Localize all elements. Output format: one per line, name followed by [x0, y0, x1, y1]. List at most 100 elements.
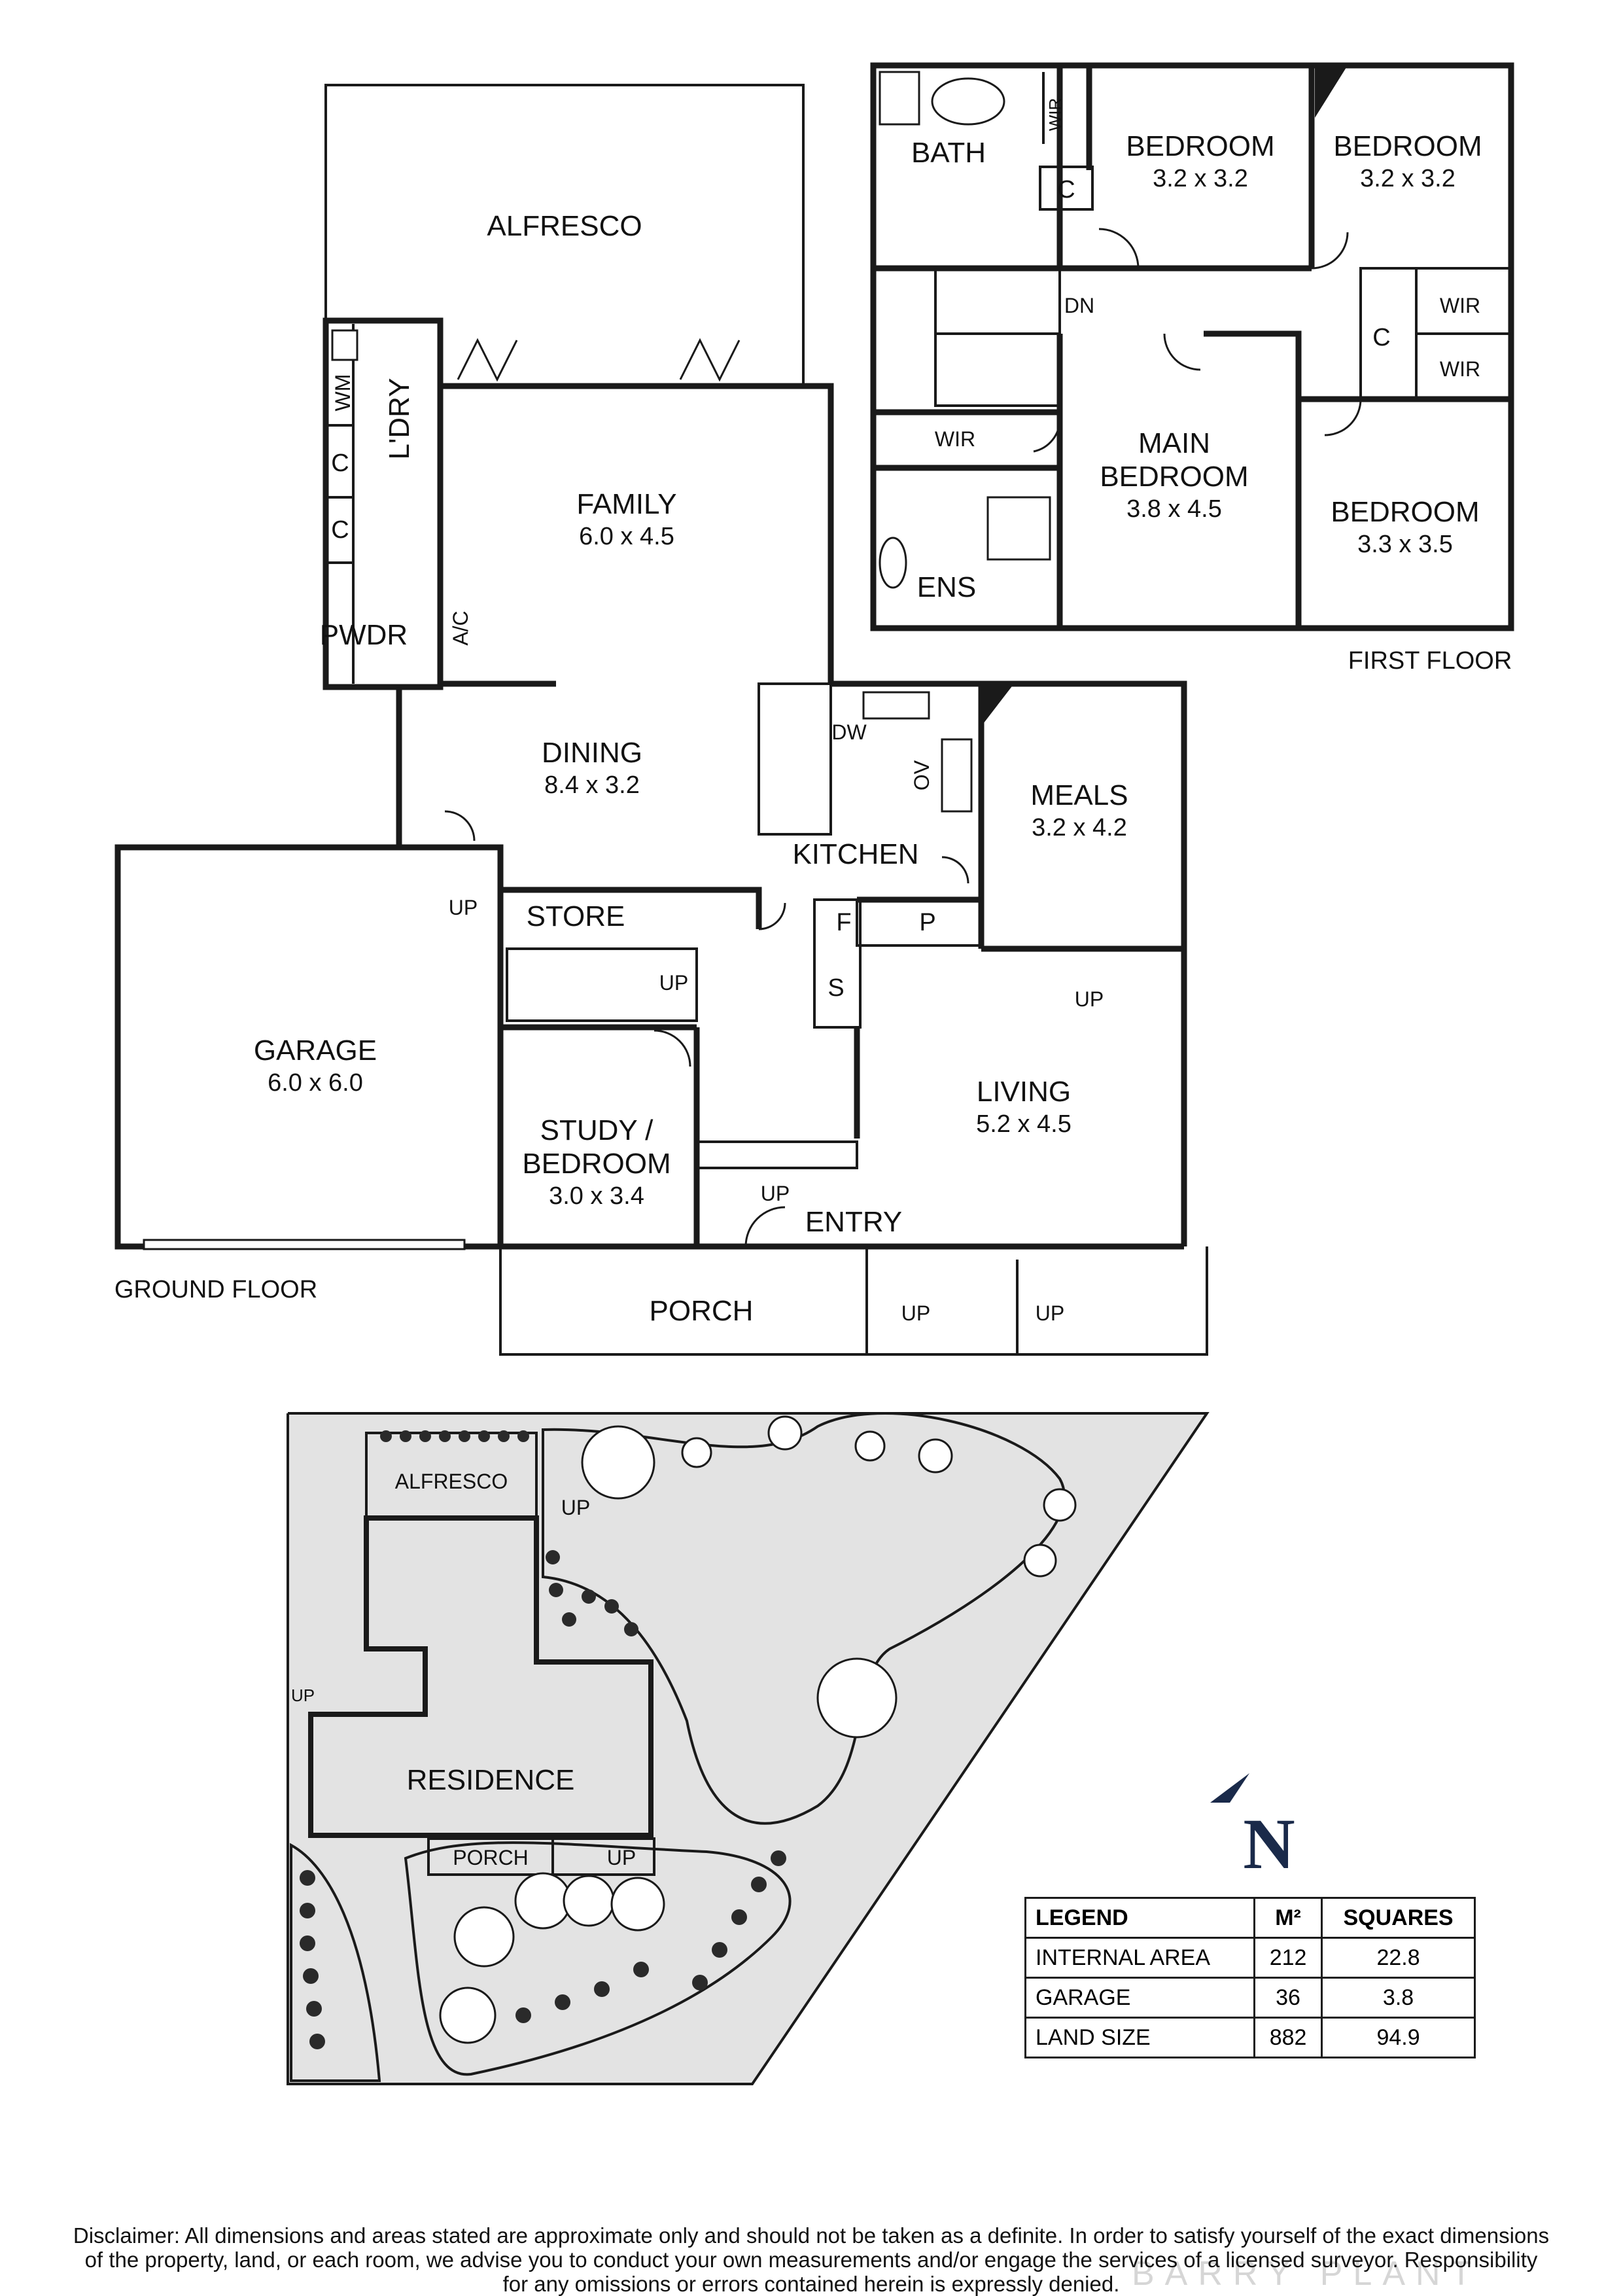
tree	[514, 1872, 572, 1930]
legend-row: GARAGE 36 3.8	[1024, 1977, 1476, 2019]
laundry-wall	[322, 317, 444, 690]
stairs	[506, 947, 698, 1022]
meals-size: 3.2 x 4.2	[1032, 814, 1127, 841]
shrub	[555, 1994, 570, 2010]
cooktop	[941, 738, 973, 813]
shrub	[751, 1877, 767, 1892]
porch-outline	[499, 1246, 868, 1356]
trees	[439, 1415, 1077, 2044]
front-garden	[404, 1841, 792, 2076]
meals-living-east-wall	[831, 680, 1187, 1246]
tree	[918, 1438, 953, 1474]
legend-header-row: LEGEND M² SQUARES	[1024, 1897, 1476, 1939]
shrub	[594, 1981, 610, 1997]
room-kitchen: KITCHEN	[792, 838, 918, 870]
shrubs	[300, 1430, 786, 2049]
fridge-pantry	[856, 898, 983, 947]
site-residence	[308, 1515, 654, 1838]
door-swing	[758, 902, 786, 930]
legend-squares: 3.8	[1321, 1977, 1476, 2019]
legend-label: GARAGE	[1024, 1977, 1256, 2019]
shrub	[633, 1962, 649, 1977]
bedroom-2-size: 3.2 x 3.2	[1360, 165, 1455, 192]
room-meals: MEALS	[1030, 779, 1128, 811]
room-bedroom-2: BEDROOM	[1333, 130, 1482, 162]
shrub	[582, 1589, 596, 1604]
room-living: LIVING	[977, 1076, 1071, 1108]
door-swing	[654, 1029, 691, 1067]
room-porch: PORCH	[650, 1295, 754, 1327]
room-family: FAMILY	[576, 488, 676, 520]
site-residence-label: RESIDENCE	[407, 1764, 575, 1796]
label-c-bath: C	[1057, 176, 1075, 203]
room-garage: GARAGE	[254, 1034, 377, 1067]
site-up-2: UP	[291, 1686, 315, 1705]
study-size: 3.0 x 3.4	[549, 1182, 644, 1210]
c-cupboard	[1039, 166, 1094, 211]
shower	[879, 71, 920, 126]
kitchen-bench	[758, 682, 832, 836]
room-pwdr: PWDR	[320, 619, 408, 651]
tree	[816, 1657, 898, 1739]
door-swing	[1033, 418, 1061, 453]
shrub	[300, 1903, 315, 1918]
alfresco-outline	[324, 84, 805, 386]
north-arrow-icon	[1210, 1773, 1249, 1803]
ens-basin	[879, 537, 907, 589]
door-swing	[1324, 398, 1362, 436]
garage-door	[143, 1239, 466, 1250]
shrub	[309, 2034, 325, 2049]
garden-bed	[542, 1412, 1066, 1825]
label-dn: DN	[1064, 294, 1094, 317]
site-up-1: UP	[561, 1496, 590, 1519]
legend-label: INTERNAL AREA	[1024, 1937, 1256, 1979]
site-alfresco-label: ALFRESCO	[395, 1470, 508, 1493]
stair-lower	[934, 332, 1061, 407]
shrub	[498, 1430, 510, 1442]
door-swing	[1311, 232, 1349, 270]
store-top	[500, 887, 762, 929]
door-swing	[444, 810, 476, 841]
room-laundry: L'DRY	[383, 378, 415, 460]
room-study: STUDY /	[540, 1114, 654, 1146]
label-dw: DW	[831, 720, 867, 744]
tree	[681, 1437, 712, 1468]
first-floor-corner-fill	[1315, 65, 1348, 118]
garage-size: 6.0 x 6.0	[268, 1069, 363, 1097]
shrub	[400, 1430, 411, 1442]
shrub	[517, 1430, 529, 1442]
label-f: F	[836, 909, 851, 936]
bifold-door-left	[457, 338, 518, 382]
label-s: S	[828, 974, 844, 1002]
door-swing	[1098, 228, 1140, 269]
main-east-wall	[1204, 330, 1302, 628]
shrub	[439, 1430, 451, 1442]
tree	[453, 1906, 515, 1968]
room-dining: DINING	[542, 737, 642, 769]
shrub	[624, 1622, 638, 1636]
shrub	[478, 1430, 490, 1442]
bath-tub	[931, 77, 1005, 126]
store-s	[813, 898, 862, 1029]
shrub	[380, 1430, 392, 1442]
tree	[854, 1430, 886, 1462]
living-size: 5.2 x 4.5	[976, 1110, 1072, 1138]
legend-header-m2: M²	[1253, 1897, 1323, 1939]
shrub	[419, 1430, 431, 1442]
ens-shower	[986, 496, 1051, 561]
tree	[581, 1425, 655, 1500]
label-wm: WM	[331, 374, 355, 412]
label-up-stairs: UP	[659, 971, 688, 995]
shrub	[549, 1583, 563, 1597]
room-bath: BATH	[911, 137, 986, 169]
tree	[610, 1877, 665, 1932]
entry-step	[695, 1140, 858, 1169]
sink	[862, 691, 930, 720]
room-ens: ENS	[917, 571, 976, 603]
shrub	[515, 2007, 531, 2023]
shrub	[692, 1975, 708, 1990]
north-label: N	[1243, 1804, 1295, 1884]
room-entry: ENTRY	[805, 1206, 902, 1238]
tree	[439, 1987, 497, 2044]
